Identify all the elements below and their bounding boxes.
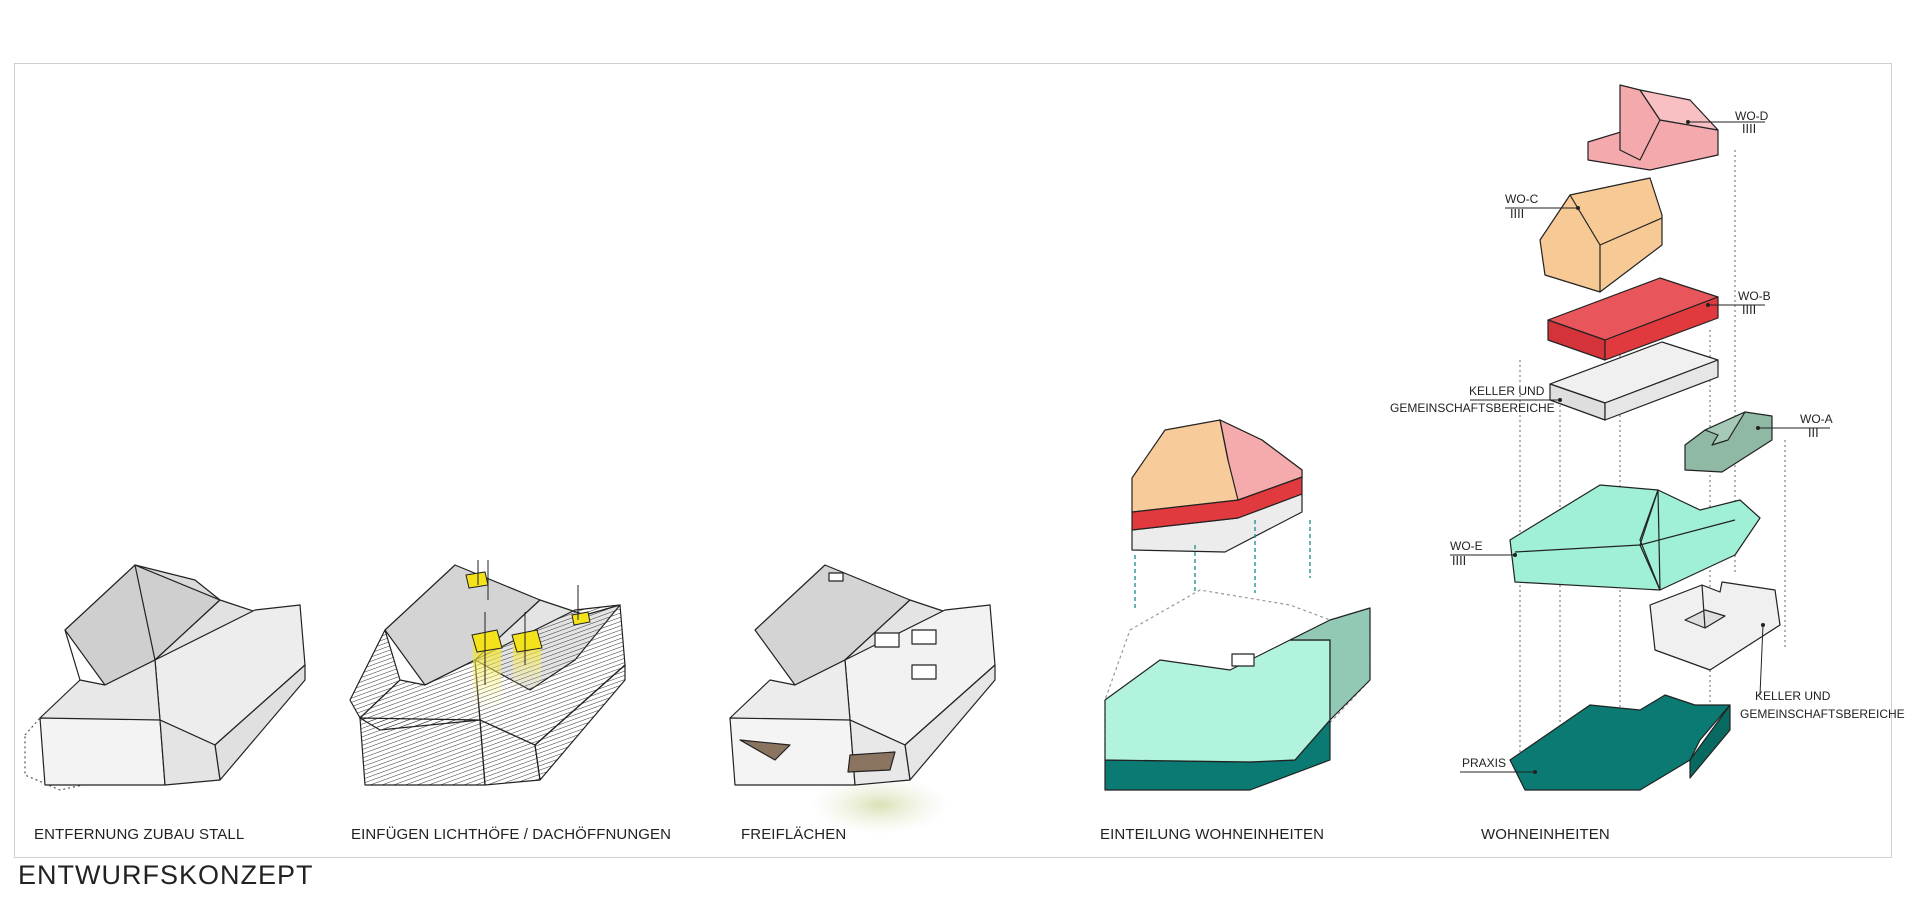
- wo-e-people: ⵏⵏⵏⵏ: [1452, 554, 1466, 568]
- drawing-frame: [14, 63, 1892, 858]
- wo-d-volume: [1587, 84, 1719, 171]
- step2-house: [349, 564, 626, 786]
- wo-b-label: WO-B: [1738, 289, 1771, 303]
- wo-d-label: WO-D: [1735, 109, 1769, 123]
- wo-c-label: WO-C: [1505, 192, 1539, 206]
- keller-bottom-volume: [1649, 581, 1781, 671]
- keller-bottom-tag: KELLER UND GEMEINSCHAFTSBEREICHE: [1740, 623, 1905, 721]
- step4-arrows: [1134, 520, 1311, 628]
- wo-e-volume: [1509, 484, 1761, 591]
- caption-step-3: FREIFLÄCHEN: [741, 826, 847, 843]
- praxis-tag: PRAXIS: [1460, 756, 1537, 774]
- wo-a-tag: WO-A ⵏⵏⵏ: [1756, 412, 1833, 440]
- wo-b-tag: WO-B ⵏⵏⵏⵏ: [1706, 289, 1771, 317]
- caption-step-4: EINTEILUNG WOHNEINHEITEN: [1100, 826, 1325, 843]
- wo-c-tag: WO-C ⵏⵏⵏⵏ: [1505, 192, 1580, 221]
- praxis-volume: [1509, 694, 1731, 791]
- keller-top-tag: KELLER UND GEMEINSCHAFTSBEREICHE: [1390, 384, 1562, 415]
- garden-greenery: [810, 775, 950, 835]
- wo-a-label: WO-A: [1800, 412, 1833, 426]
- wo-d-tag: WO-D ⵏⵏⵏⵏ: [1686, 109, 1769, 136]
- skylights: [465, 560, 591, 710]
- step3-house: [729, 564, 996, 786]
- wo-e-label: WO-E: [1450, 539, 1483, 553]
- step4-base-stack: [1104, 589, 1371, 791]
- keller-top-volume: [1549, 341, 1719, 421]
- keller-bottom-line2: GEMEINSCHAFTSBEREICHE: [1740, 707, 1905, 721]
- wo-c-people: ⵏⵏⵏⵏ: [1510, 207, 1524, 221]
- page-title: ENTWURFSKONZEPT: [18, 860, 314, 890]
- wo-d-people: ⵏⵏⵏⵏ: [1742, 122, 1756, 136]
- wo-a-volume: [1684, 411, 1773, 473]
- caption-step-1: ENTFERNUNG ZUBAU STALL: [34, 826, 245, 843]
- wo-a-people: ⵏⵏⵏ: [1808, 426, 1819, 440]
- wo-e-tag: WO-E ⵏⵏⵏⵏ: [1450, 539, 1517, 568]
- step4-top-stack: [1131, 419, 1303, 553]
- wo-c-volume: [1539, 177, 1663, 293]
- keller-bottom-line1: KELLER UND: [1755, 689, 1831, 703]
- keller-top-line2: GEMEINSCHAFTSBEREICHE: [1390, 401, 1555, 415]
- wo-b-volume: [1547, 277, 1719, 361]
- caption-step-2: EINFÜGEN LICHTHÖFE / DACHÖFFNUNGEN: [351, 826, 672, 843]
- praxis-label: PRAXIS: [1462, 756, 1506, 770]
- keller-top-line1: KELLER UND: [1469, 384, 1545, 398]
- wo-b-people: ⵏⵏⵏⵏ: [1742, 303, 1756, 317]
- caption-step-5: WOHNEINHEITEN: [1481, 826, 1610, 843]
- step1-house: [24, 564, 306, 791]
